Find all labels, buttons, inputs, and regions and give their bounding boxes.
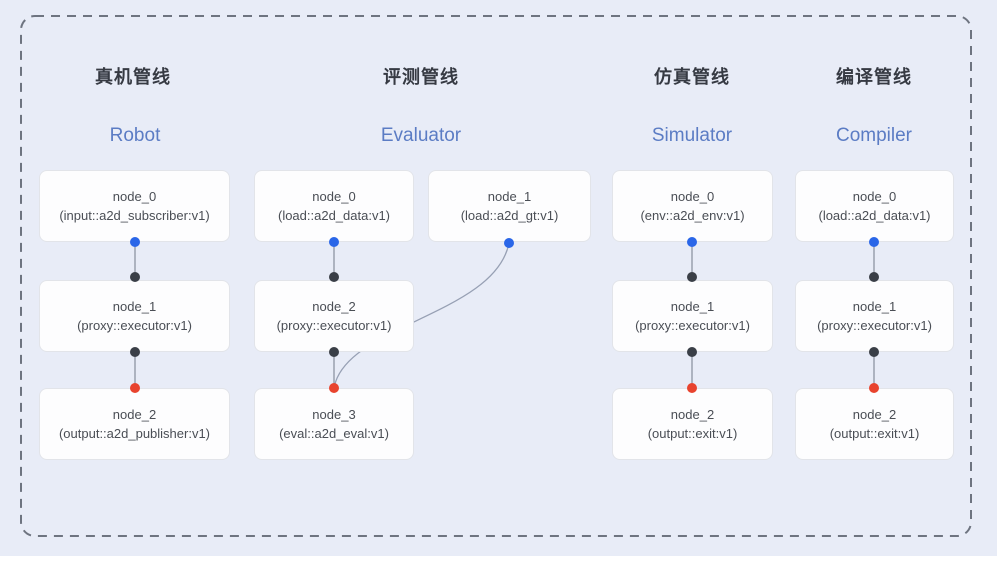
node-name: node_2	[112, 406, 157, 422]
node-evaluator-node2: node_2 (proxy::executor:v1)	[254, 280, 414, 352]
node-name: node_2	[312, 298, 356, 314]
node-name: node_0	[112, 188, 157, 204]
input-port-dot	[329, 383, 339, 393]
output-port-dot	[130, 237, 140, 247]
output-port-dot	[504, 238, 514, 248]
node-name: node_0	[670, 188, 715, 204]
pipeline-title-en-robot: Robot	[109, 125, 161, 146]
node-compiler-node1: node_1 (proxy::executor:v1)	[795, 280, 954, 352]
input-port-dot	[130, 383, 140, 393]
output-port-dot	[869, 237, 879, 247]
input-port-dot	[687, 383, 697, 393]
node-type: (load::a2d_gt:v1)	[460, 207, 559, 223]
node-type: (proxy::executor:v1)	[635, 317, 750, 333]
window-bottom-strip	[0, 556, 997, 563]
pipeline-title-en-evaluator: Evaluator	[380, 125, 462, 146]
output-port-dot	[130, 347, 140, 357]
output-port-dot	[329, 237, 339, 247]
input-port-dot	[130, 272, 140, 282]
node-compiler-node2: node_2 (output::exit:v1)	[795, 388, 954, 460]
node-evaluator-node0: node_0 (load::a2d_data:v1)	[254, 170, 414, 242]
node-type: (env::a2d_env:v1)	[640, 207, 745, 223]
node-name: node_1	[487, 188, 532, 204]
node-name: node_0	[852, 188, 897, 204]
input-port-dot	[687, 272, 697, 282]
pipeline-title-zh-evaluator: 评测管线	[383, 67, 459, 87]
input-port-dot	[869, 383, 879, 393]
output-port-dot	[869, 347, 879, 357]
node-name: node_1	[112, 298, 157, 314]
pipeline-title-en-compiler: Compiler	[835, 125, 913, 146]
node-simulator-node1: node_1 (proxy::executor:v1)	[612, 280, 773, 352]
node-type: (output::a2d_publisher:v1)	[58, 425, 211, 441]
node-type: (proxy::executor:v1)	[817, 317, 932, 333]
node-robot-node2: node_2 (output::a2d_publisher:v1)	[39, 388, 230, 460]
node-type: (load::a2d_data:v1)	[277, 207, 391, 223]
node-simulator-node0: node_0 (env::a2d_env:v1)	[612, 170, 773, 242]
node-name: node_2	[852, 406, 897, 422]
dashed-container-border	[20, 15, 972, 537]
node-name: node_2	[670, 406, 715, 422]
pipeline-title-zh-compiler: 编译管线	[836, 67, 912, 87]
pipeline-title-zh-simulator: 仿真管线	[654, 67, 730, 87]
node-name: node_3	[312, 406, 356, 422]
node-robot-node1: node_1 (proxy::executor:v1)	[39, 280, 230, 352]
node-robot-node0: node_0 (input::a2d_subscriber:v1)	[39, 170, 230, 242]
output-port-dot	[687, 237, 697, 247]
node-type: (input::a2d_subscriber:v1)	[59, 207, 210, 223]
node-evaluator-node1: node_1 (load::a2d_gt:v1)	[428, 170, 591, 242]
node-type: (output::exit:v1)	[829, 425, 920, 441]
pipeline-title-en-simulator: Simulator	[651, 125, 733, 146]
node-name: node_1	[852, 298, 897, 314]
node-type: (output::exit:v1)	[647, 425, 738, 441]
node-simulator-node2: node_2 (output::exit:v1)	[612, 388, 773, 460]
output-port-dot	[329, 347, 339, 357]
node-type: (load::a2d_data:v1)	[818, 207, 931, 223]
node-evaluator-node3: node_3 (eval::a2d_eval:v1)	[254, 388, 414, 460]
node-type: (proxy::executor:v1)	[77, 317, 192, 333]
input-port-dot	[329, 272, 339, 282]
node-name: node_0	[312, 188, 356, 204]
input-port-dot	[869, 272, 879, 282]
pipeline-title-zh-robot: 真机管线	[95, 67, 171, 87]
node-type: (proxy::executor:v1)	[276, 317, 392, 333]
node-type: (eval::a2d_eval:v1)	[279, 425, 389, 441]
edge-gt-to-eval-curve	[333, 242, 510, 389]
node-name: node_1	[670, 298, 715, 314]
output-port-dot	[687, 347, 697, 357]
node-compiler-node0: node_0 (load::a2d_data:v1)	[795, 170, 954, 242]
